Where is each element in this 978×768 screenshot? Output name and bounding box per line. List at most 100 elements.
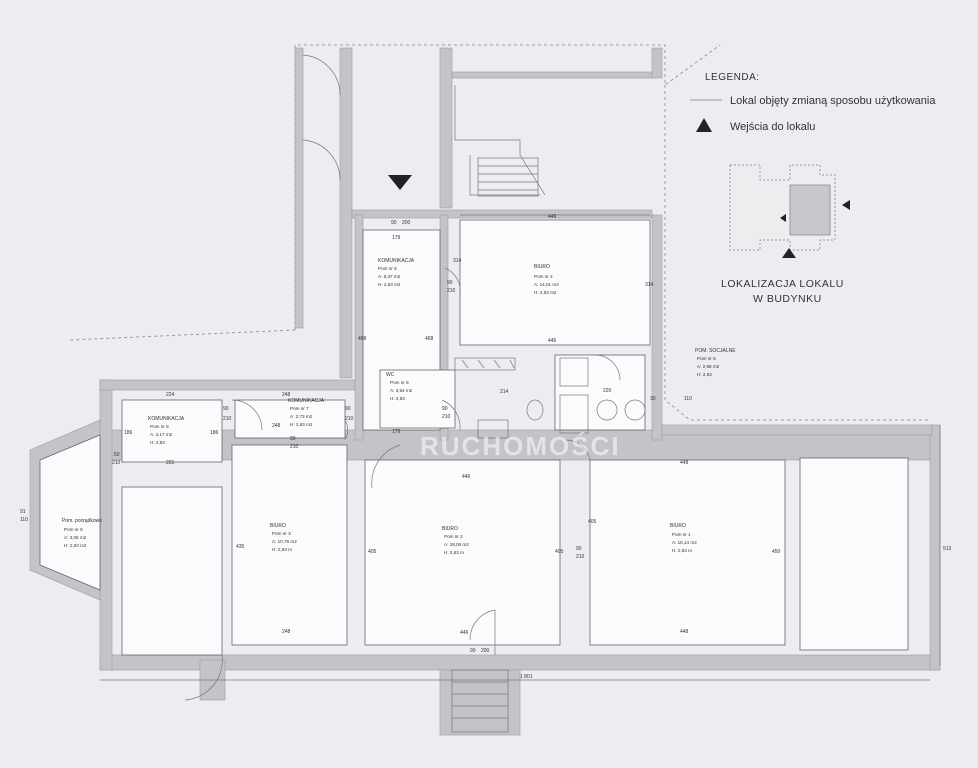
- dim-186-a: 186: [124, 430, 133, 436]
- dim-90-k7: 90: [345, 406, 351, 412]
- svg-text:A: 10,76 m2: A: 10,76 m2: [272, 539, 297, 544]
- room-9-area: [39, 434, 101, 591]
- dimension-labels: 446 446 179 179 90 200 314 314 468 468 9…: [20, 214, 952, 680]
- svg-text:A: 3,54 m2: A: 3,54 m2: [390, 388, 413, 393]
- dim-210-k7b: 210: [290, 444, 299, 450]
- dim-210-k7: 210: [345, 416, 354, 422]
- legend-title: LEGENDA:: [705, 72, 760, 83]
- svg-text:H: 2,63 m: H: 2,63 m: [444, 550, 464, 555]
- svg-text:H: 2,63: H: 2,63: [697, 372, 712, 377]
- legend-entry-icon: [696, 118, 712, 132]
- svg-text:Pom. porządkowe: Pom. porządkowe: [62, 518, 102, 524]
- svg-text:Pom nr 1: Pom nr 1: [672, 532, 691, 537]
- svg-text:POM. SOCJALNE: POM. SOCJALNE: [695, 348, 736, 354]
- room-8-wc-label: WC Pom nr 8 A: 3,54 m2 H: 2,63: [386, 372, 413, 401]
- svg-text:BIURO: BIURO: [270, 523, 286, 529]
- svg-text:A: 8,37 m2: A: 8,37 m2: [378, 274, 401, 279]
- room-5-area: [554, 354, 646, 431]
- dim-90-top: 90: [391, 220, 397, 226]
- svg-text:Pom nr 3: Pom nr 3: [272, 531, 291, 536]
- building-outline: [69, 44, 930, 421]
- dim-210-r1: 210: [576, 554, 585, 560]
- svg-text:Pom nr 5: Pom nr 5: [697, 356, 716, 361]
- dim-90-wc: 90: [442, 406, 448, 412]
- dim-405-a: 405: [368, 549, 377, 555]
- lower-stairs: [451, 669, 509, 733]
- dim-210-k9: 210: [112, 460, 121, 466]
- svg-text:A: 2,73 m2: A: 2,73 m2: [290, 414, 313, 419]
- svg-text:Pom nr 6: Pom nr 6: [378, 266, 397, 271]
- svg-text:H: 2,63 m: H: 2,63 m: [272, 547, 292, 552]
- location-title-line2: W BUDYNKU: [753, 293, 822, 305]
- room-1-area: [589, 459, 786, 646]
- room-8-kom-label: KOMUNIKACJA Pom nr 8 A: 4,17 m2 H: 2,63: [148, 416, 185, 445]
- svg-text:Pom nr 8: Pom nr 8: [390, 380, 409, 385]
- svg-text:Pom nr 8: Pom nr 8: [150, 424, 169, 429]
- svg-text:H: 2,63 m2: H: 2,63 m2: [534, 290, 557, 295]
- room-2-label: BIURO Pom nr 2 A: 18,06 m2 H: 2,63 m: [442, 526, 469, 555]
- svg-text:A: 18,06 m2: A: 18,06 m2: [444, 542, 469, 547]
- rooms: [39, 219, 909, 656]
- dim-248-c: 248: [282, 629, 291, 635]
- svg-text:H: 2,63 m2: H: 2,63 m2: [64, 543, 87, 548]
- svg-text:WC: WC: [386, 372, 395, 378]
- svg-text:BIURO: BIURO: [670, 523, 686, 529]
- dim-446-bot: 446: [462, 474, 471, 480]
- dim-221: 221: [166, 460, 175, 466]
- svg-text:KOMUNIKACJA: KOMUNIKACJA: [378, 258, 415, 264]
- svg-text:A: 2,98 m2: A: 2,98 m2: [697, 364, 720, 369]
- svg-text:A: 18,14 m2: A: 18,14 m2: [672, 540, 697, 545]
- room-6-label: KOMUNIKACJA Pom nr 6 A: 8,37 m2 H: 2,63 …: [378, 258, 415, 287]
- dim-214: 214: [500, 389, 509, 395]
- room-8-wc-area: [379, 369, 456, 429]
- svg-text:KOMUNIKACJA: KOMUNIKACJA: [288, 398, 325, 404]
- dim-210-wc: 210: [442, 414, 451, 420]
- watermark: RUCHOMOŚCI: [420, 431, 621, 461]
- dim-110-right: 110: [684, 396, 692, 402]
- svg-text:H: 2,63 m2: H: 2,63 m2: [378, 282, 401, 287]
- dim-110-left: 110: [20, 517, 28, 523]
- dim-446-door: 446: [460, 630, 469, 636]
- dim-224: 224: [166, 392, 175, 398]
- dim-90-ent: 90: [470, 648, 476, 654]
- dim-186-b: 186: [210, 430, 219, 436]
- room-4-area: [459, 219, 651, 346]
- svg-text:BIURO: BIURO: [442, 526, 458, 532]
- dim-314-a: 314: [453, 258, 462, 264]
- dim-179-bot: 179: [392, 429, 401, 435]
- dim-513: 513: [943, 546, 952, 552]
- svg-text:Pom nr 7: Pom nr 7: [290, 406, 309, 411]
- svg-text:H: 2,63 m2: H: 2,63 m2: [290, 422, 313, 427]
- svg-text:H: 2,63 m: H: 2,63 m: [672, 548, 692, 553]
- dim-448-bot: 448: [680, 629, 689, 635]
- svg-text:BIURO: BIURO: [534, 264, 550, 270]
- location-mini-plan: [729, 164, 850, 258]
- room-3-label: BIURO Pom nr 3 A: 10,76 m2 H: 2,63 m: [270, 523, 297, 552]
- dim-448-top: 448: [680, 460, 689, 466]
- room-5-label: POM. SOCJALNE Pom nr 5 A: 2,98 m2 H: 2,6…: [695, 348, 736, 377]
- dim-468-a: 468: [358, 336, 367, 342]
- dim-248-a: 248: [282, 392, 291, 398]
- dim-210-k8: 210: [223, 416, 232, 422]
- room-8-kom-area: [121, 399, 223, 463]
- dim-200-ent: 200: [481, 648, 490, 654]
- room-9-label: Pom. porządkowe Pom nr 9 A: 3,06 m2 H: 2…: [62, 518, 102, 548]
- svg-text:A: 14,01 m2: A: 14,01 m2: [534, 282, 559, 287]
- dim-450: 450: [772, 549, 781, 555]
- legend-entry-label: Wejścia do lokalu: [730, 121, 815, 133]
- doors: [184, 267, 621, 701]
- legend-line-label: Lokal objęty zmianą sposobu użytkowania: [730, 95, 936, 107]
- annex-left: [121, 486, 223, 656]
- location-title-line1: LOKALIZACJA LOKALU: [721, 278, 844, 290]
- dim-314-b: 314: [645, 282, 654, 288]
- dim-90-r1: 90: [576, 546, 582, 552]
- dim-50: 50: [114, 452, 120, 458]
- annex-right: [799, 457, 909, 651]
- dim-91: 91: [20, 509, 26, 515]
- svg-text:A: 3,06 m2: A: 3,06 m2: [64, 535, 87, 540]
- svg-text:Pom nr 4: Pom nr 4: [534, 274, 553, 279]
- dim-435: 435: [236, 544, 245, 550]
- dim-468-b: 468: [425, 336, 434, 342]
- dim-90-k7b: 90: [290, 436, 296, 442]
- room-4-label: BIURO Pom nr 4 A: 14,01 m2 H: 2,63 m2: [534, 264, 559, 295]
